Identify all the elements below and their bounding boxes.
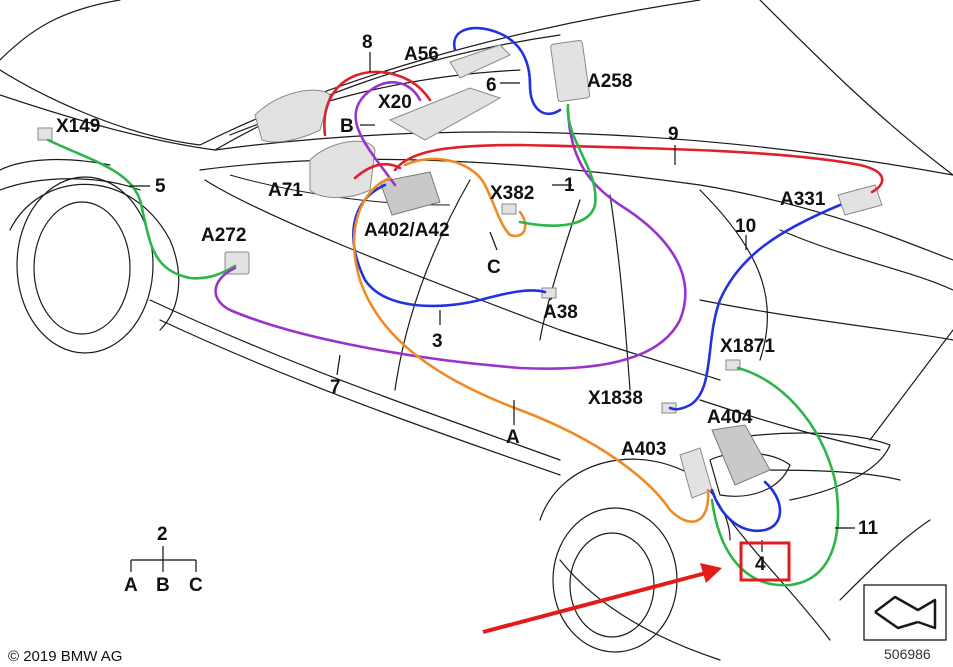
label-8: 8 [362, 32, 373, 53]
doc-symbol-icon [874, 595, 937, 630]
highlight-box [739, 541, 791, 582]
callout-labels: X149 5 A272 A71 B X20 8 A56 6 A258 9 A33… [56, 32, 879, 575]
legend-branch-a: A [124, 575, 138, 596]
label-a331: A331 [780, 189, 826, 210]
wire-7-purple [214, 108, 687, 370]
wire-1-green [518, 103, 597, 227]
dashboard-piece [254, 89, 331, 143]
wire-5-green [46, 138, 237, 280]
label-6: 6 [486, 75, 497, 96]
module-a71 [309, 140, 376, 198]
copyright-text: © 2019 BMW AG [8, 648, 122, 665]
highlight-annotation [482, 541, 791, 634]
label-a56: A56 [404, 44, 439, 65]
wire-11-green [710, 366, 840, 587]
label-b: B [340, 116, 354, 137]
footer: © 2019 BMW AG 506986 [8, 584, 947, 665]
wire-x20-purple [354, 80, 422, 187]
highlight-arrow-shaft [482, 571, 707, 634]
label-4: 4 [755, 554, 766, 575]
connector-x1871 [725, 359, 741, 371]
label-9: 9 [668, 124, 679, 145]
wire-8-red [323, 70, 432, 137]
wire-3-blue [352, 183, 547, 308]
highlight-arrow-head [700, 563, 722, 583]
label-a272: A272 [201, 225, 246, 246]
components [37, 39, 883, 499]
legend-branch-c: C [189, 575, 203, 596]
label-x382: X382 [490, 183, 534, 204]
label-x20: X20 [378, 92, 412, 113]
doc-number: 506986 [884, 646, 931, 662]
connector-x149 [37, 127, 53, 141]
label-a258: A258 [587, 71, 632, 92]
label-x149: X149 [56, 116, 100, 137]
label-3: 3 [432, 331, 443, 352]
module-a56 [449, 44, 511, 79]
module-a404 [711, 424, 771, 486]
label-1: 1 [564, 175, 575, 196]
wire-c-orange [403, 157, 527, 238]
label-10: 10 [735, 216, 756, 237]
wire-a71-red [353, 162, 402, 180]
label-x1838: X1838 [588, 388, 643, 409]
leader-lines [130, 52, 855, 552]
wire-10-blue [668, 203, 842, 411]
label-c: C [487, 257, 501, 278]
wire-a-orange [352, 176, 710, 523]
label-a404: A404 [707, 407, 753, 428]
legend-branch-b: B [156, 575, 170, 596]
label-x1871: X1871 [720, 336, 775, 357]
label-11: 11 [858, 518, 879, 539]
label-a38: A38 [543, 302, 578, 323]
connector-x382 [501, 203, 517, 215]
module-a258 [550, 39, 591, 103]
label-a403: A403 [621, 439, 666, 460]
label-a402: A402/A42 [364, 220, 450, 241]
module-x20-housing [388, 87, 502, 141]
label-a: A [506, 427, 520, 448]
label-a71: A71 [268, 180, 303, 201]
module-a402 [379, 171, 441, 216]
wire-9-red [393, 143, 884, 194]
connector-a38 [541, 287, 557, 299]
legend-tree: 2 A B C [124, 524, 203, 596]
label-7: 7 [330, 377, 341, 398]
wire-6-blue [452, 26, 562, 116]
label-5: 5 [155, 176, 166, 197]
legend-root: 2 [157, 524, 168, 545]
wire-4-blue [710, 480, 782, 533]
